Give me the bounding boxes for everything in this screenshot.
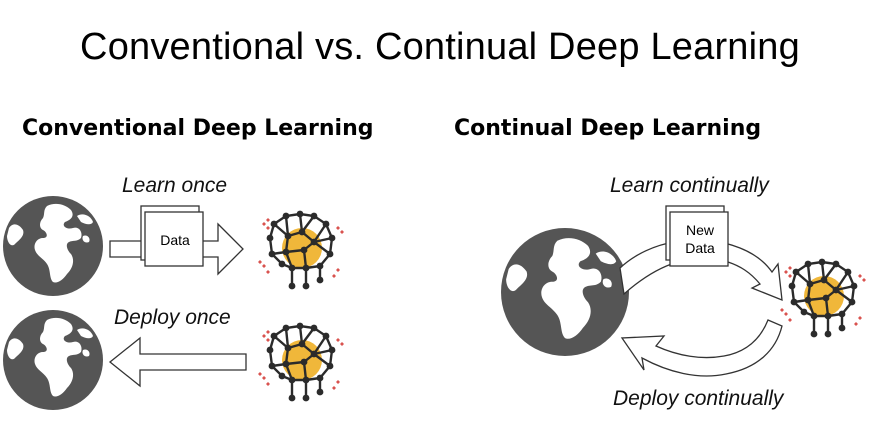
brain-network-icon bbox=[256, 209, 346, 291]
learn-once-label: Learn once bbox=[122, 174, 228, 197]
document-stack-icon bbox=[665, 205, 729, 267]
new-data-label-2: Data bbox=[685, 240, 715, 256]
deploy-continually-label: Deploy continually bbox=[613, 387, 784, 410]
globe-icon bbox=[3, 196, 103, 296]
continual-heading: Continual Deep Learning bbox=[454, 116, 762, 141]
brain-network-icon bbox=[256, 321, 346, 403]
deploy-once-label: Deploy once bbox=[114, 306, 231, 329]
brain-network-icon bbox=[778, 257, 868, 339]
cycle-arrow-deploy bbox=[620, 319, 783, 377]
conventional-heading: Conventional Deep Learning bbox=[22, 116, 374, 141]
data-label: Data bbox=[160, 232, 190, 248]
arrow-left bbox=[108, 336, 247, 388]
page-title: Conventional vs. Continual Deep Learning bbox=[80, 26, 800, 68]
new-data-label-1: New bbox=[685, 222, 714, 238]
globe-icon bbox=[500, 228, 629, 356]
globe-icon bbox=[3, 310, 103, 410]
document-stack-icon bbox=[140, 205, 204, 267]
learn-continually-label: Learn continually bbox=[610, 174, 769, 197]
